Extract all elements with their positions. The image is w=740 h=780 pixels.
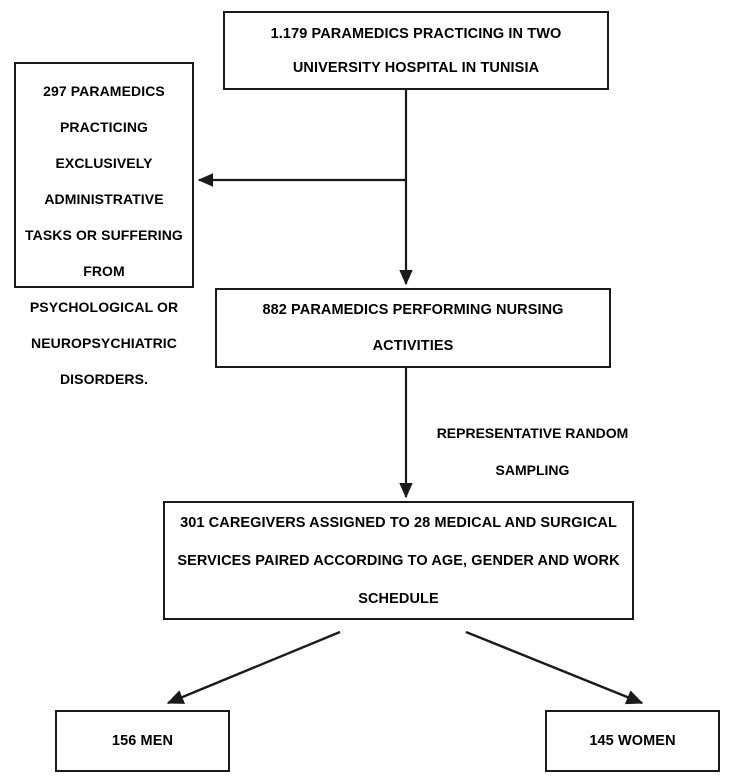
excluded-line-1: 297 PARAMEDICS (43, 83, 165, 99)
sample-line-2: SERVICES PAIRED ACCORDING TO AGE, GENDER… (177, 552, 620, 569)
nursing-line-2: ACTIVITIES (372, 338, 454, 354)
nursing-activities-box: 882 PARAMEDICS PERFORMING NURSING ACTIVI… (215, 288, 611, 368)
excluded-line-8: NEUROPSYCHIATRIC (30, 335, 178, 351)
men-outcome-label: 156 MEN (111, 733, 174, 749)
sampling-label-line-1: REPRESENTATIVE RANDOM (436, 425, 629, 441)
source-population-line-1: 1.179 PARAMEDICS PRACTICING IN TWO (270, 25, 562, 42)
women-outcome-box: 145 WOMEN (545, 710, 720, 772)
source-population-box: 1.179 PARAMEDICS PRACTICING IN TWO UNIVE… (223, 11, 609, 90)
sample-assignment-box: 301 CAREGIVERS ASSIGNED TO 28 MEDICAL AN… (163, 501, 634, 620)
excluded-participants-box: 297 PARAMEDICS PRACTICING EXCLUSIVELY AD… (14, 62, 194, 387)
edge-sample-to-men (166, 630, 341, 705)
edge-sample-to-women (465, 630, 644, 705)
sample-line-3: SCHEDULE (358, 590, 439, 607)
excluded-line-3: EXCLUSIVELY (55, 155, 153, 171)
sample-line-1: 301 CAREGIVERS ASSIGNED TO 28 MEDICAL AN… (180, 514, 617, 531)
excluded-line-5: TASKS OR SUFFERING (25, 227, 183, 243)
excluded-line-2: PRACTICING (59, 119, 149, 135)
excluded-line-6: FROM (83, 263, 125, 279)
women-outcome-label: 145 WOMEN (589, 733, 676, 749)
source-population-line-2: UNIVERSITY HOSPITAL IN TUNISIA (292, 59, 540, 76)
nursing-line-1: 882 PARAMEDICS PERFORMING NURSING (262, 302, 564, 318)
sampling-label-line-2: SAMPLING (495, 462, 570, 478)
excluded-line-7: PSYCHOLOGICAL OR (29, 299, 179, 315)
excluded-line-9: DISORDERS. (59, 371, 149, 387)
sampling-method-label: REPRESENTATIVE RANDOM SAMPLING (420, 415, 645, 489)
excluded-line-4: ADMINISTRATIVE (44, 191, 164, 207)
men-outcome-box: 156 MEN (55, 710, 230, 772)
